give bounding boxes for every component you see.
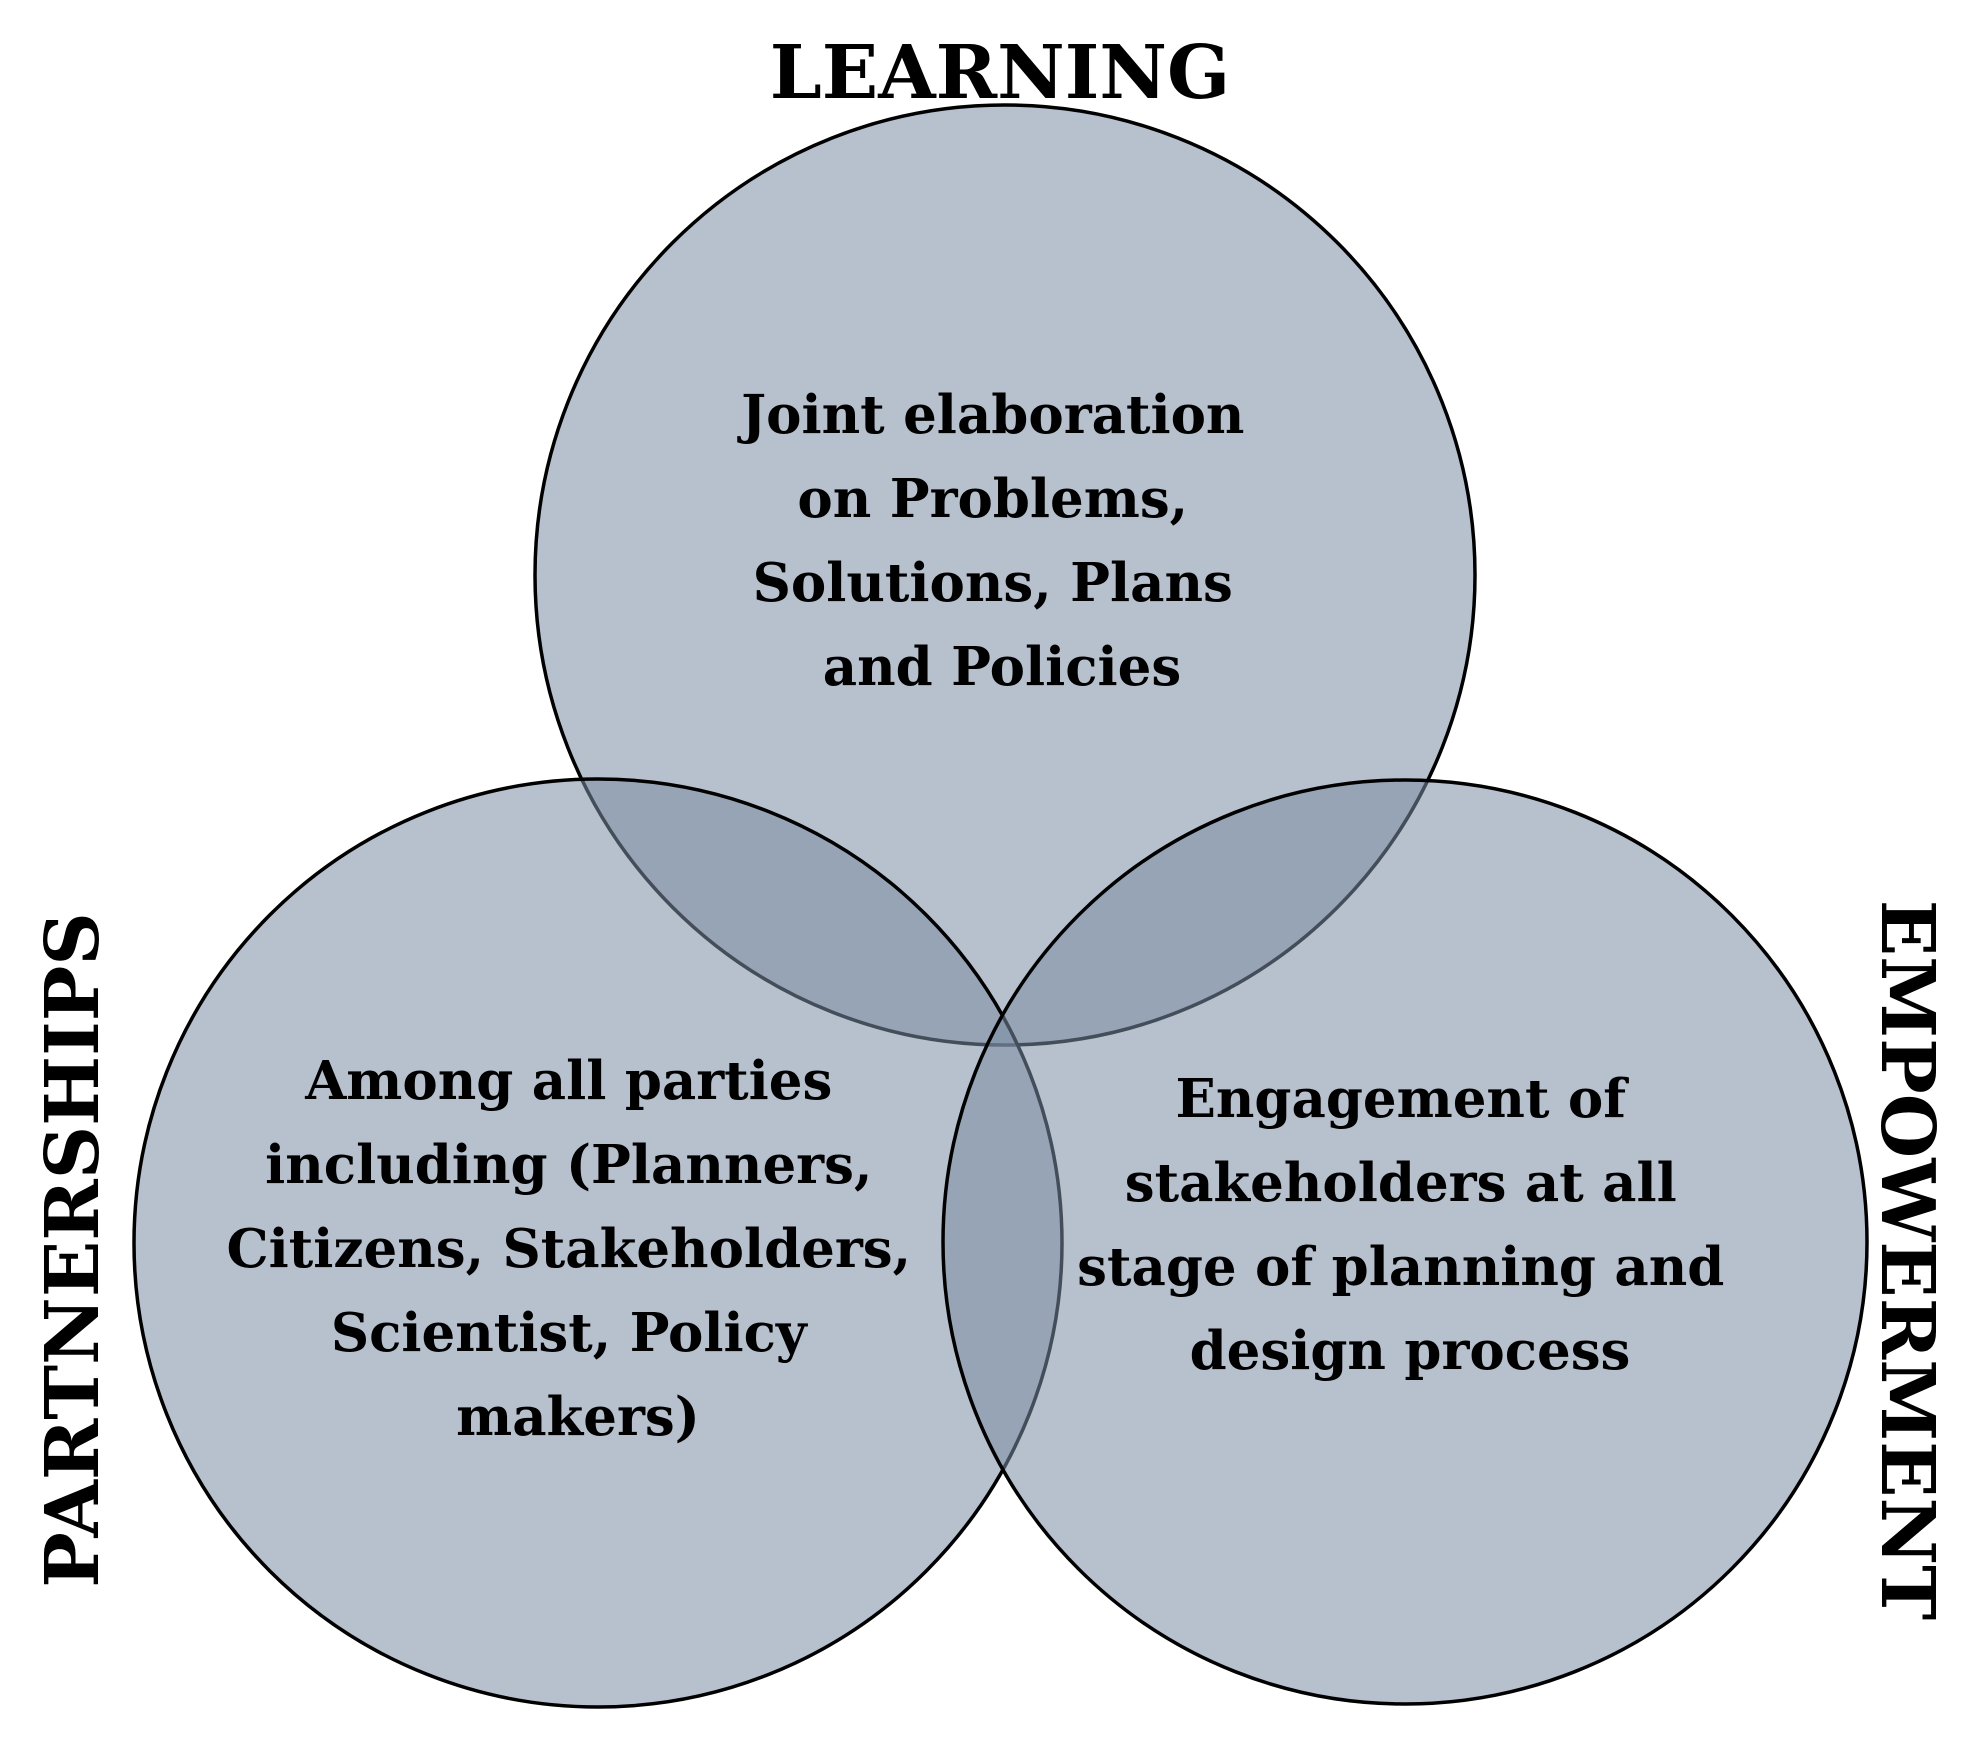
description-line: Scientist, Policy [331, 1302, 809, 1364]
circle-empowerment [941, 778, 1869, 1706]
description-line: including (Planners, [265, 1134, 872, 1196]
description-learning: Joint elaboration on Problems, Solutions… [737, 384, 1263, 698]
label-partnerships: PARTNERSHIPS [30, 912, 116, 1588]
description-line: Engagement of [1176, 1068, 1630, 1130]
description-line: stakeholders at all [1125, 1152, 1677, 1214]
description-line: stage of planning and [1077, 1236, 1724, 1298]
description-line: and Policies [823, 636, 1181, 698]
description-line: Solutions, Plans [753, 552, 1233, 614]
description-line: design process [1190, 1320, 1631, 1382]
label-learning: LEARNING [770, 30, 1230, 116]
description-empowerment: Engagement of stakeholders at all stage … [1077, 1068, 1743, 1382]
description-line: Joint elaboration [737, 384, 1244, 446]
description-line: makers) [456, 1386, 700, 1448]
description-line: on Problems, [797, 468, 1188, 530]
description-partnerships: Among all parties including (Planners, C… [226, 1050, 929, 1448]
description-line: Among all parties [304, 1050, 832, 1112]
description-line: Citizens, Stakeholders, [226, 1218, 911, 1280]
label-empowerment: EMPOWERMENT [1864, 900, 1950, 1620]
